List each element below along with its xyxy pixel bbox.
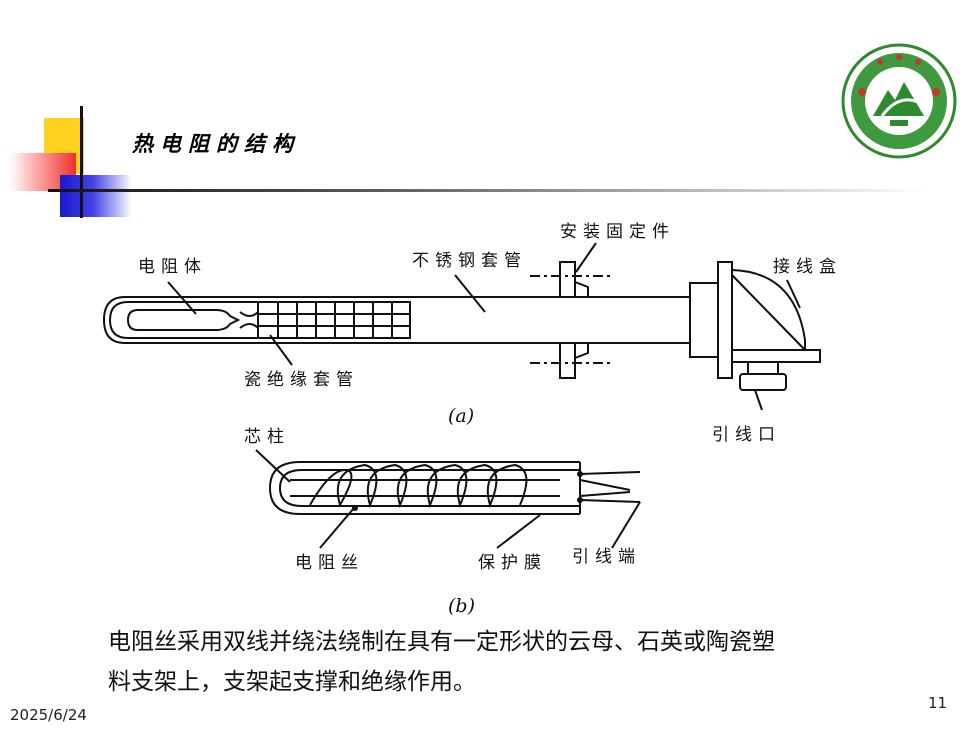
lead-wire-2 — [579, 499, 641, 503]
label-core: 芯柱 — [244, 427, 290, 447]
deco-vertical-line — [80, 106, 83, 218]
label-resistance-wire: 电阻丝 — [295, 553, 364, 573]
slide-date: 2025/6/24 — [10, 706, 87, 724]
deco-blue-square — [60, 175, 132, 217]
caption-a: (a) — [448, 405, 474, 427]
label-lead-terminal: 引线端 — [572, 547, 641, 567]
junction-box-flange — [689, 282, 719, 358]
slide-title: 热电阻的结构 — [132, 131, 300, 156]
mounting-fixture-bottom — [559, 342, 576, 379]
resistor-body-shape — [126, 309, 241, 331]
probe-tip-outline — [102, 296, 200, 344]
page-number: 11 — [928, 694, 948, 712]
label-protective-film: 保护膜 — [478, 553, 547, 573]
lead-wire-1 — [579, 471, 641, 475]
label-lead-outlet: 引线口 — [712, 425, 781, 445]
probe-tip-inner — [108, 301, 200, 339]
core-pillar — [290, 479, 560, 497]
description-line-2: 料支架上，支架起支撑和绝缘作用。 — [108, 669, 476, 695]
label-mounting-fixture: 安装固定件 — [560, 222, 675, 242]
label-ceramic-sleeve: 瓷绝缘套管 — [244, 370, 359, 390]
protective-film-outline — [268, 461, 580, 515]
caption-b: (b) — [448, 595, 475, 617]
junction-box-dome — [731, 269, 806, 350]
resistance-wire-coil — [309, 463, 528, 508]
description-paragraph: 电阻丝采用双线并绕法绕制在具有一定形状的云母、石英或陶瓷塑 料支架上，支架起支撑… — [108, 622, 928, 702]
label-junction-box: 接线盒 — [773, 257, 842, 277]
label-resistor-body: 电阻体 — [138, 257, 207, 277]
title-underline — [48, 189, 928, 192]
label-stainless-sleeve: 不锈钢套管 — [412, 251, 527, 271]
university-seal-icon — [841, 43, 957, 159]
mounting-fixture-top — [559, 261, 576, 298]
description-line-1: 电阻丝采用双线并绕法绕制在具有一定形状的云母、石英或陶瓷塑 — [108, 629, 775, 655]
lead-outlet-shape — [739, 373, 787, 391]
